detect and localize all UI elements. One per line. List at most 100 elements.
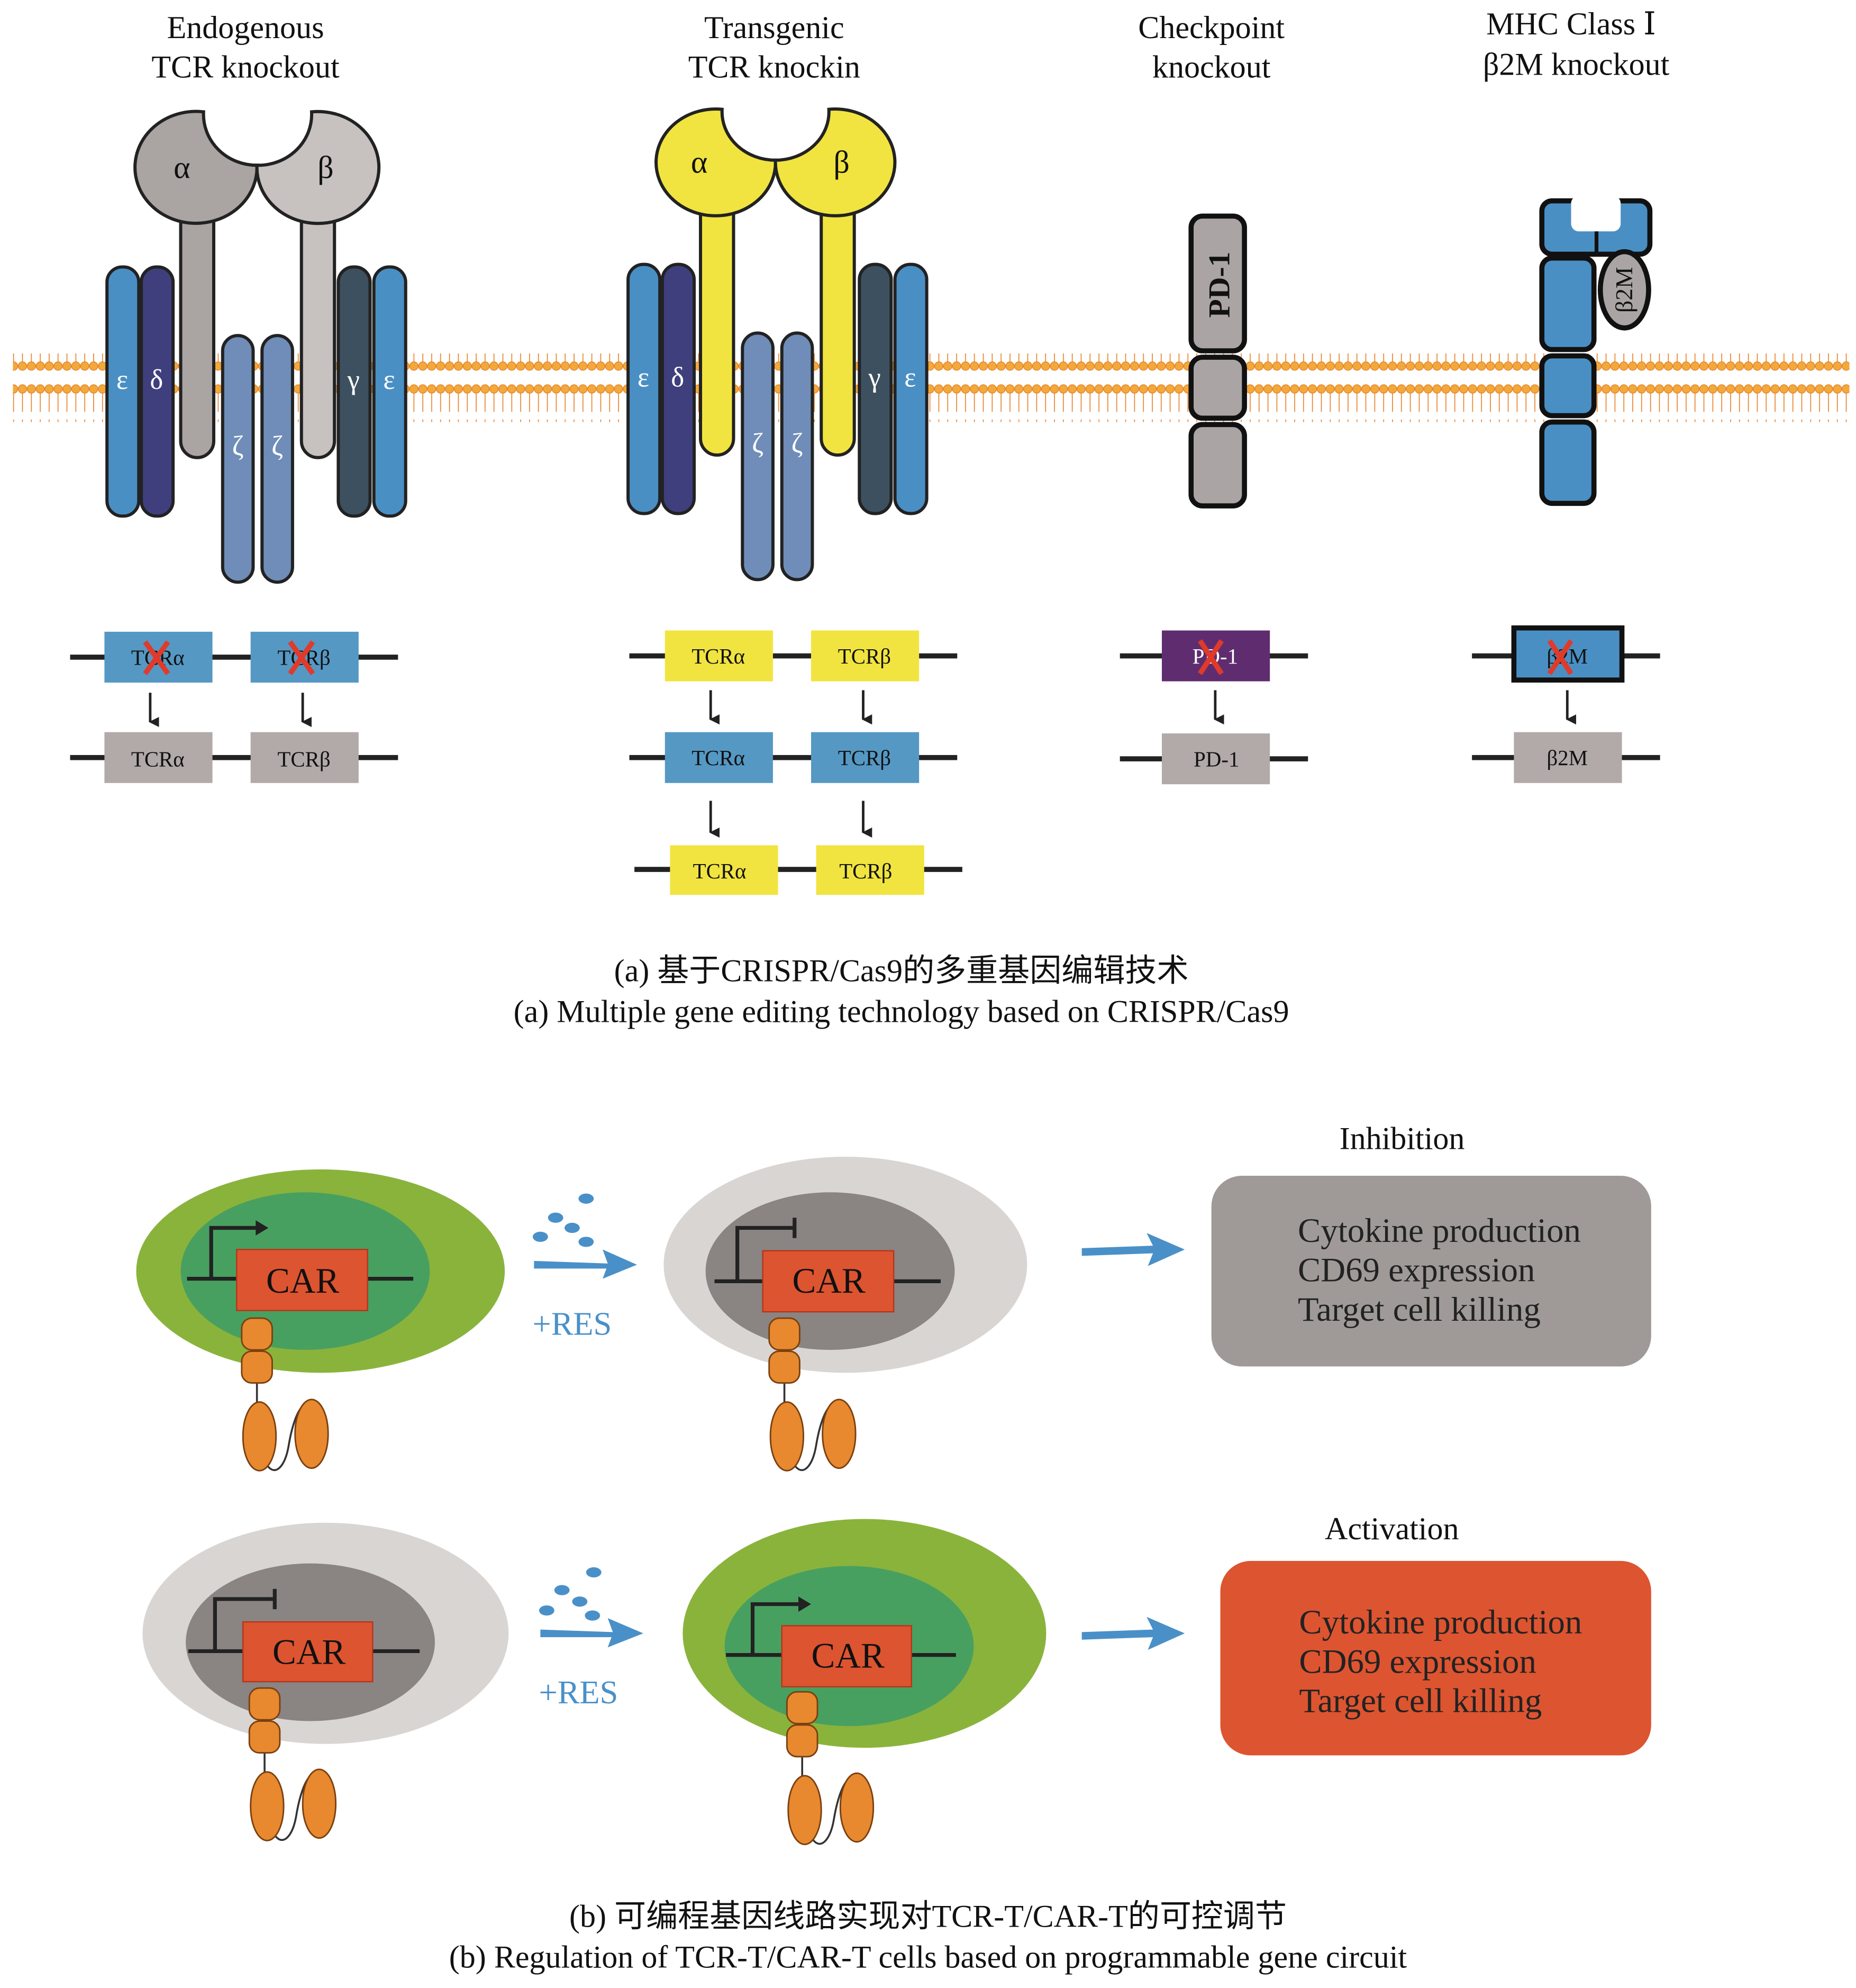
arrow-right-icon (540, 1618, 643, 1648)
cd3-zeta (741, 331, 775, 582)
cd3-zeta (221, 334, 255, 584)
epsilon-label: ε (383, 365, 395, 395)
cd3-gamma (858, 262, 893, 515)
zeta-label: ζ (791, 428, 803, 459)
car-receptor (248, 1687, 337, 1841)
outcome-line: Target cell killing (1298, 1291, 1541, 1329)
gamma-label: γ (868, 362, 880, 393)
car-receptor (241, 1317, 329, 1472)
scfv-domain (839, 1772, 875, 1843)
gene-label: TCRα (692, 644, 745, 668)
gene-label: TCRβ (839, 859, 892, 883)
alpha-label: α (174, 149, 190, 185)
car-label: CAR (272, 1632, 345, 1672)
tcr-beta-head (774, 107, 897, 217)
car-gene (242, 1621, 374, 1683)
cd3-epsilon (893, 262, 929, 515)
caption-b-cn: (b) 可编程基因线路实现对TCR-T/CAR-T的可控调节 (569, 1899, 1287, 1934)
outcome-line: Cytokine production (1299, 1603, 1582, 1641)
gene-editing-schemes: TCRα TCRβ TCRα TCRβ TCRα TCRβ TCRα TCRβ … (70, 625, 1660, 895)
cd3-zeta (780, 331, 814, 582)
car-gene (762, 1250, 895, 1313)
zeta-label: ζ (752, 428, 763, 459)
col4-title: MHC Class Ⅰ (1486, 6, 1656, 41)
arrow-right-icon (1081, 1617, 1185, 1650)
b2m-subunit (1597, 249, 1651, 331)
cd3-epsilon (372, 265, 407, 518)
mhc-class-i: β2M (1539, 195, 1653, 506)
scfv-domain (250, 1771, 285, 1841)
gene-label: TCRβ (838, 644, 891, 668)
car-receptors (241, 1317, 875, 1845)
res-label: +RES (533, 1305, 612, 1342)
knockout-x-icon (1547, 639, 1573, 675)
res-label: +RES (539, 1674, 618, 1711)
gene-label: TCRβ (838, 746, 891, 770)
pd1-receptor: PD-1 (1188, 213, 1247, 509)
b2m-label: β2M (1611, 267, 1637, 313)
cd3-zeta (260, 334, 294, 584)
car-gene (781, 1625, 912, 1687)
scfv-domain (294, 1399, 329, 1469)
scfv-domain (822, 1399, 857, 1469)
tcr-complex-endogenous: α β ε δ ζ ζ γ ε (105, 110, 407, 584)
epsilon-label: ε (904, 362, 916, 393)
delta-label: δ (150, 365, 163, 395)
scfv-domain (242, 1401, 277, 1472)
gene-label: TCRβ (277, 748, 330, 771)
tcr-beta-stalk (299, 189, 336, 459)
tcr-beta-stalk (820, 184, 856, 457)
tcr-alpha-stalk (699, 184, 735, 457)
scfv-domain (302, 1768, 337, 1839)
scfv-domain (769, 1401, 805, 1472)
cd3-gamma (336, 265, 372, 518)
col3-subtitle: knockout (1152, 49, 1271, 85)
gene-label: TCRα (692, 746, 745, 770)
inhibition-title: Inhibition (1340, 1121, 1465, 1156)
beta-label: β (833, 144, 850, 180)
outcome-line: Target cell killing (1299, 1682, 1542, 1720)
tcr-beta-head (255, 110, 381, 225)
pd1-label: PD-1 (1203, 252, 1236, 318)
inhibition-outcome: Inhibition Cytokine production CD69 expr… (1211, 1121, 1651, 1367)
col4-subtitle: β2M knockout (1483, 47, 1670, 82)
panel-b-cells: CAR CAR CAR CAR (136, 1156, 1047, 1748)
gamma-label: γ (347, 365, 360, 395)
res-treatment: +RES +RES (532, 1193, 1185, 1711)
arrow-right-icon (1081, 1233, 1185, 1266)
car-label: CAR (812, 1636, 885, 1676)
caption-a-cn: (a) 基于CRISPR/Cas9的多重基因编辑技术 (614, 952, 1189, 988)
cd3-epsilon (626, 262, 662, 515)
col1-subtitle: TCR knockout (151, 49, 340, 85)
res-molecules-icon (532, 1193, 594, 1247)
car-receptor (786, 1691, 875, 1845)
outcome-line: Cytokine production (1298, 1212, 1581, 1250)
tcr-alpha-head (133, 110, 259, 225)
tcr-alpha-head (654, 107, 777, 217)
epsilon-label: ε (116, 365, 128, 395)
panel-a-titles: Endogenous TCR knockout Transgenic TCR k… (151, 6, 1669, 85)
promoter-arrow-icon (750, 1602, 801, 1655)
epsilon-label: ε (638, 362, 649, 393)
scfv-domain (787, 1775, 822, 1845)
beta-label: β (317, 149, 334, 185)
repressor-icon (735, 1218, 797, 1282)
car-receptor (768, 1317, 857, 1472)
alpha-label: α (691, 144, 707, 180)
cd3-epsilon (105, 265, 141, 518)
car-label: CAR (266, 1261, 339, 1301)
delta-label: δ (671, 362, 684, 393)
zeta-label: ζ (232, 431, 244, 461)
cd3-delta (140, 265, 175, 518)
promoter-arrow-icon (209, 1226, 259, 1279)
res-molecules-icon (539, 1567, 602, 1621)
knockout-x-icon (143, 640, 170, 675)
col3-title: Checkpoint (1138, 10, 1285, 45)
gene-label: TCRα (131, 748, 185, 771)
outcome-line: CD69 expression (1298, 1251, 1535, 1289)
knockout-x-icon (288, 640, 315, 675)
caption-a-en: (a) Multiple gene editing technology bas… (514, 993, 1289, 1029)
repressor-icon (213, 1588, 277, 1651)
gene-label: PD-1 (1194, 748, 1239, 771)
